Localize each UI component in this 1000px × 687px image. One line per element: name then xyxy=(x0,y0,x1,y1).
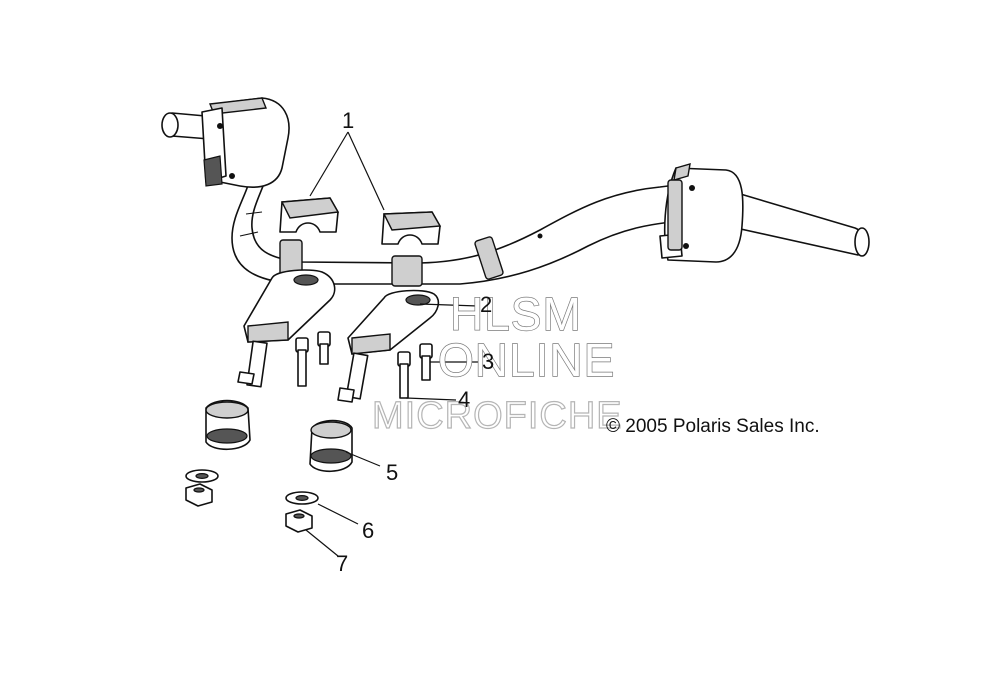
watermark-line-3: MICROFICHE xyxy=(372,395,623,437)
right-switch-housing xyxy=(659,163,744,263)
watermark: HLSM ONLINE MICROFICHE xyxy=(371,287,623,437)
leader-lines xyxy=(305,131,480,557)
upper-clamp-caps xyxy=(279,197,442,245)
watermark-line-1: HLSM xyxy=(450,288,582,340)
callout-7: 7 xyxy=(336,551,348,576)
bolts xyxy=(295,331,433,399)
callout-labels: 1 2 3 4 5 6 7 xyxy=(336,108,494,576)
washers xyxy=(185,469,319,505)
callout-3: 3 xyxy=(482,349,494,374)
bushings xyxy=(205,399,353,473)
callout-1: 1 xyxy=(342,108,354,133)
left-switch-housing xyxy=(201,97,290,188)
risers xyxy=(237,269,440,403)
callout-4: 4 xyxy=(458,387,470,412)
callout-6: 6 xyxy=(362,518,374,543)
callout-5: 5 xyxy=(386,460,398,485)
copyright-notice: © 2005 Polaris Sales Inc. xyxy=(606,416,820,437)
callout-2: 2 xyxy=(480,292,492,317)
nuts xyxy=(185,483,313,533)
watermark-line-2: ONLINE xyxy=(438,334,615,386)
